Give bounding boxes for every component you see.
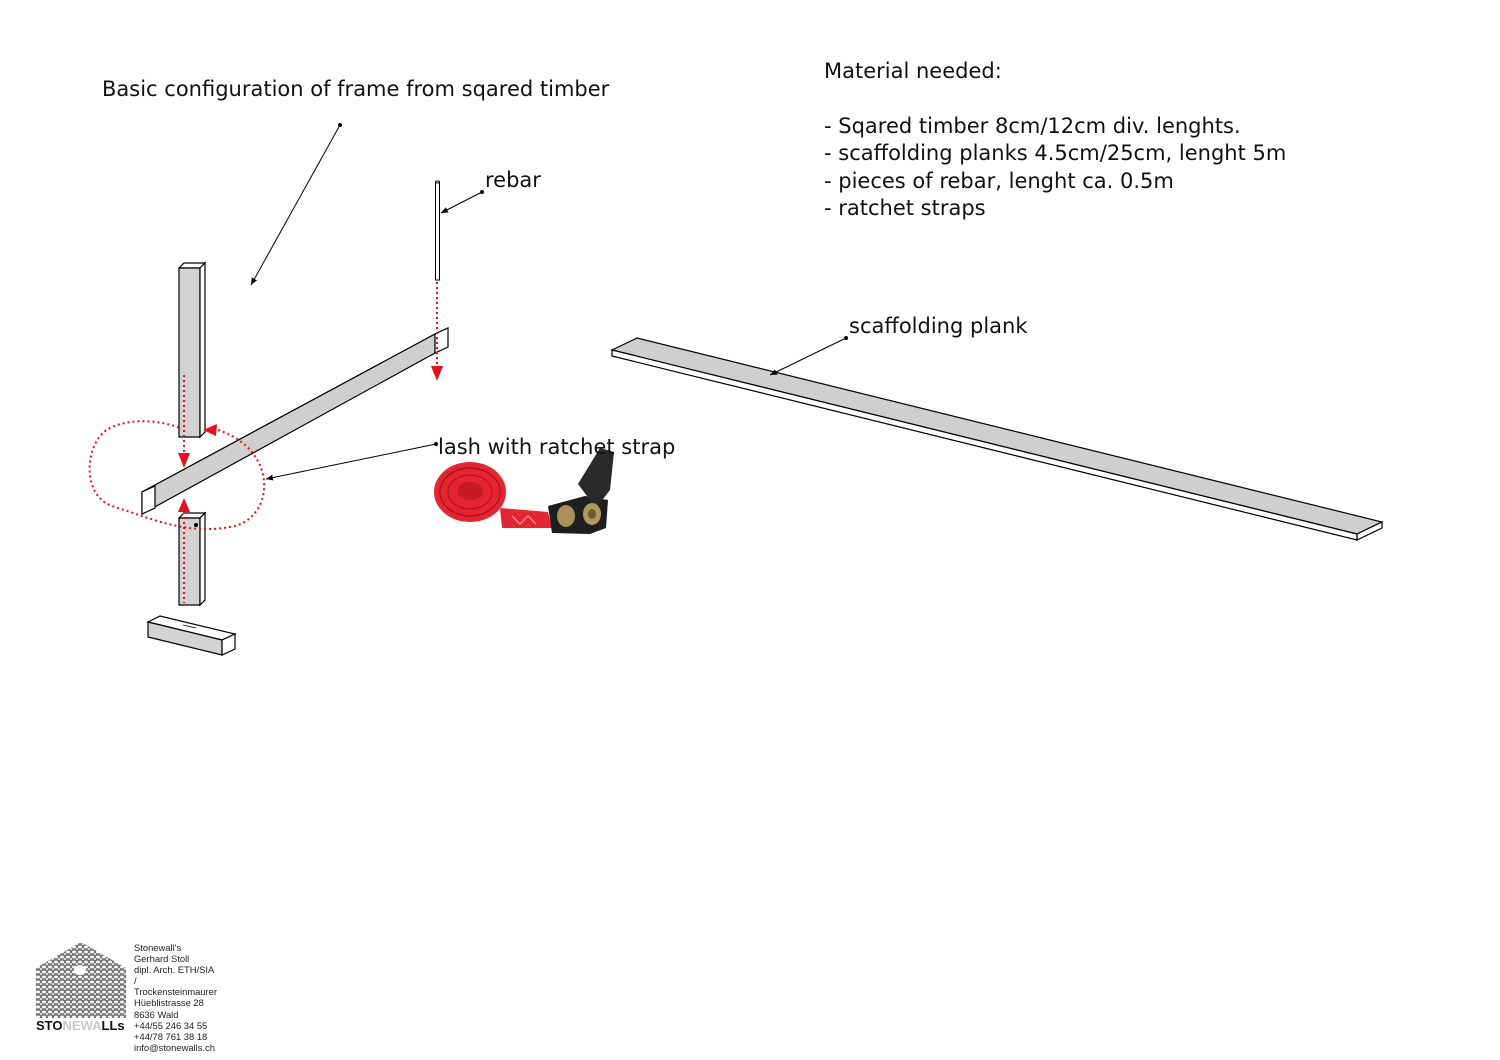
contact-line: Gerhard Stoll: [134, 953, 190, 965]
lower-post-up-arrow: [178, 498, 190, 603]
title-leader-line: [250, 123, 342, 286]
rebar-piece: [435, 180, 440, 281]
lash-label: lash with ratchet strap: [438, 435, 676, 459]
contact-line: Stonewall's: [134, 942, 182, 953]
rebar-leader-line: [440, 190, 484, 214]
upper-post-down-arrow: [178, 375, 190, 468]
upper-timber-post: [177, 261, 207, 439]
contact-line: 8636 Wald: [134, 1008, 179, 1020]
stonewalls-logo: [36, 942, 126, 1018]
materials-item: - scaffolding planks 4.5cm/25cm, lenght …: [824, 141, 1287, 165]
ratchet-strap-image: [434, 448, 614, 534]
contact-line: Hüeblistrasse 28: [134, 997, 204, 1009]
plank-label: scaffolding plank: [849, 314, 1028, 338]
contact-line: +44/55 246 34 55: [134, 1019, 208, 1031]
contact-details: Stonewall's Gerhard Stoll dipl. Arch. ET…: [134, 942, 217, 1053]
materials-item: - pieces of rebar, lenght ca. 0.5m: [824, 168, 1174, 193]
lower-timber-post: [177, 511, 207, 607]
rebar-label: rebar: [485, 168, 541, 192]
horizontal-timber-beam: [141, 327, 449, 516]
rebar-insert-arrow: [431, 282, 443, 381]
contact-line: dipl. Arch. ETH/SIA / Trockensteinmaurer: [134, 964, 218, 998]
base-timber-block: [146, 615, 237, 656]
materials-heading: Material needed:: [824, 59, 1002, 83]
lash-leader-line: [265, 442, 438, 481]
scaffolding-plank: [610, 337, 1384, 541]
plank-leader-line: [769, 336, 848, 376]
diagram-title: Basic configuration of frame from sqared…: [102, 77, 610, 101]
contact-email: info@stonewalls.ch: [134, 1041, 215, 1053]
materials-list: Material needed: - Sqared timber 8cm/12c…: [824, 58, 1286, 223]
materials-item: - ratchet straps: [824, 196, 986, 220]
lash-loop-path: [88, 420, 266, 531]
contact-line: +44/78 761 38 18: [134, 1030, 208, 1042]
logo-wordmark: STONEWALLs: [36, 1018, 125, 1033]
materials-item: - Sqared timber 8cm/12cm div. lenghts.: [824, 113, 1241, 138]
